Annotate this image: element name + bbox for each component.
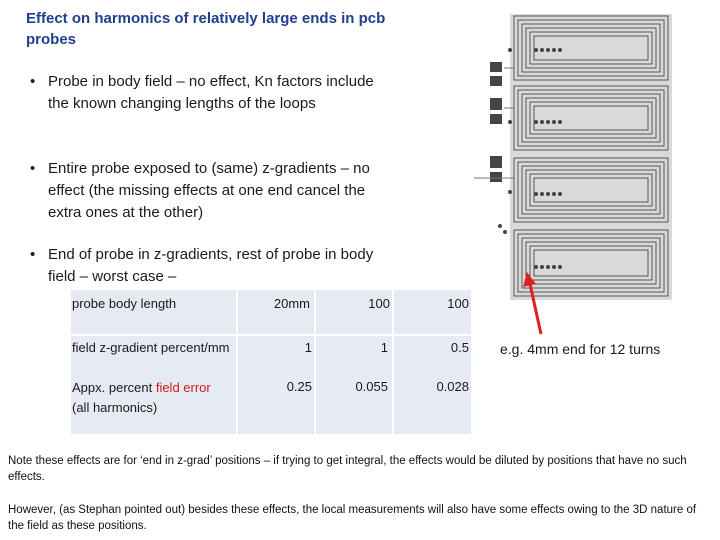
table-value: 100 bbox=[447, 296, 469, 311]
bullet-dot-icon: • bbox=[30, 160, 36, 177]
bullet-item-2: • Entire probe exposed to (same) z-gradi… bbox=[30, 158, 380, 224]
bullet-item-3: • End of probe in z-gradients, rest of p… bbox=[30, 244, 380, 288]
table-cell: 1 0.055 bbox=[316, 336, 392, 434]
table-value: 0.055 bbox=[355, 379, 388, 394]
footnote-1: Note these effects are for ‘end in z-gra… bbox=[8, 455, 687, 483]
table-cell: 0.5 0.028 bbox=[394, 336, 471, 434]
table-cell: 100 bbox=[316, 290, 392, 334]
footnote-2: However, (as Stephan pointed out) beside… bbox=[8, 504, 697, 532]
table-value: 1 bbox=[380, 340, 388, 355]
table-cell: 1 0.25 bbox=[238, 336, 314, 434]
row-label-field-error: Appx. percent field error (all harmonics) bbox=[72, 378, 236, 417]
table-value: 0.25 bbox=[286, 379, 312, 394]
table-value: 20mm bbox=[273, 296, 310, 311]
probe-board bbox=[510, 14, 672, 300]
table-cell-label: probe body length bbox=[71, 290, 236, 334]
bullet-text: Probe in body field – no effect, Kn fact… bbox=[48, 73, 374, 112]
table-cell-label: field z-gradient percent/mm Appx. percen… bbox=[71, 336, 236, 434]
bullet-text: End of probe in z-gradients, rest of pro… bbox=[48, 246, 374, 285]
table-value: 0.5 bbox=[450, 340, 469, 355]
row-label-probe-body-length: probe body length bbox=[72, 296, 177, 311]
end-annotation: e.g. 4mm end for 12 turns bbox=[500, 341, 661, 357]
table-value: 0.028 bbox=[436, 379, 469, 394]
bullet-dot-icon: • bbox=[30, 246, 36, 263]
probe-loops bbox=[513, 15, 669, 297]
label-text: Appx. percent bbox=[72, 380, 156, 395]
table-cell: 100 bbox=[394, 290, 471, 334]
table-cell: 20mm bbox=[238, 290, 314, 334]
row-label-field-gradient: field z-gradient percent/mm bbox=[72, 340, 230, 355]
pcb-probe-image bbox=[474, 14, 672, 300]
label-highlight: field error bbox=[155, 380, 211, 395]
table-value: 1 bbox=[304, 340, 312, 355]
slide-title: Effect on harmonics of relatively large … bbox=[26, 10, 386, 48]
bullet-dot-icon: • bbox=[30, 73, 36, 90]
bullet-item-1: • Probe in body field – no effect, Kn fa… bbox=[30, 71, 380, 115]
bullet-text: Entire probe exposed to (same) z-gradien… bbox=[48, 160, 370, 221]
table-value: 100 bbox=[368, 296, 390, 311]
probe-pads bbox=[490, 48, 562, 269]
probe-leads bbox=[474, 67, 514, 179]
label-text: (all harmonics) bbox=[72, 399, 158, 415]
red-arrow-icon bbox=[523, 272, 543, 335]
